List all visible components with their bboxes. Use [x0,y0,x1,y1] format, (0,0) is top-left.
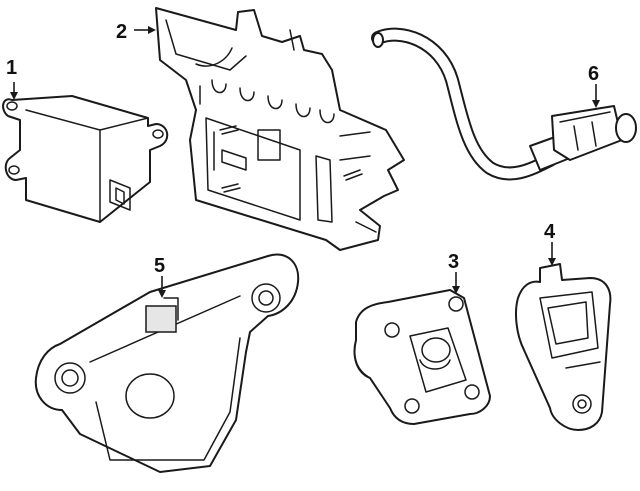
callout-2: 2 [116,21,156,43]
part-5-plate [34,253,300,473]
callout-5: 5 [154,255,166,298]
part-2-bracket [155,7,405,251]
callout-5-label: 5 [154,255,165,277]
callout-3: 3 [448,251,460,294]
part-4-sensor [515,263,612,431]
part-1-module [2,95,169,223]
callout-1-label: 1 [6,57,17,79]
callout-4: 4 [544,221,556,266]
callout-1: 1 [6,57,18,100]
part-3-sensor [353,289,491,425]
callout-3-label: 3 [448,251,459,273]
callout-6-label: 6 [588,63,599,85]
callout-6: 6 [588,63,600,108]
callout-4-label: 4 [544,221,556,243]
callout-2-label: 2 [116,21,127,43]
part-6-harness [371,27,637,181]
